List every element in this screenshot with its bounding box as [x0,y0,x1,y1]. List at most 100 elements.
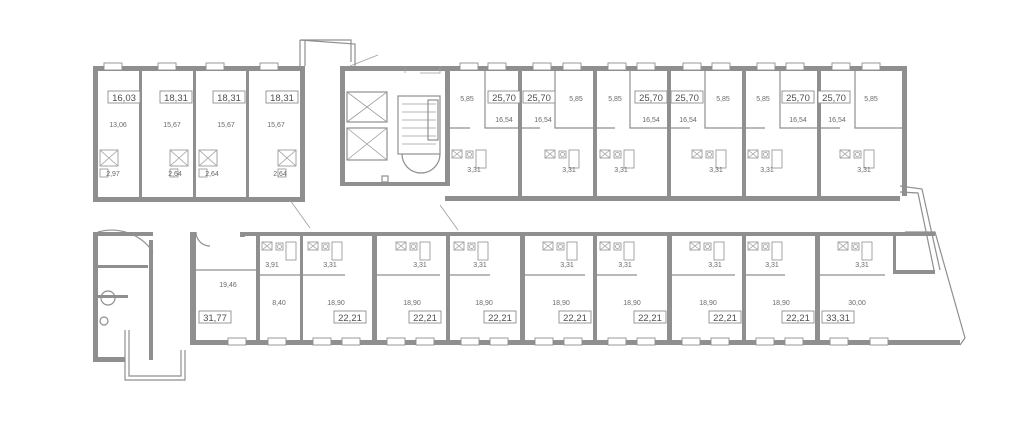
bath-area-top-right-4: 3,31 [709,167,723,174]
small-room-area-top-4: 5,85 [716,96,730,103]
small-room-area-top-6: 5,85 [864,96,878,103]
bath-area-bottom-9: 3,31 [855,262,869,269]
small-room-area-top-2: 5,85 [569,96,583,103]
small-room-area-top-3: 5,85 [608,96,622,103]
area-total-bottom-2-frame [333,310,367,324]
bath-fixtures-bottom-3 [395,241,431,261]
area-total-bottom-1-frame [198,310,232,324]
bath-fixtures-bottom-5 [542,241,578,261]
area-total-bottom-8: 22,21 [786,313,810,324]
small-room-area-top-1: 5,85 [460,96,474,103]
area-total-top-right-6-frame [817,90,851,104]
area-total-top-right-5: 25,70 [786,93,810,104]
room-area-top-right-2: 16,54 [534,117,552,124]
area-total-top-right-6: 25,70 [822,93,846,104]
bath-area-top-right-3: 3,31 [614,167,628,174]
area-total-top-left-2: 18,31 [164,93,188,104]
bath-area-bottom-2: 3,31 [323,262,337,269]
area-total-bottom-1: 31,77 [203,313,227,324]
area-total-bottom-6-frame [633,310,667,324]
area-total-top-right-5-frame [781,90,815,104]
area-total-bottom-8-frame [781,310,815,324]
area-total-top-right-2-frame [522,90,556,104]
bath-area-bottom-3: 3,31 [413,262,427,269]
area-total-top-left-2-frame [159,90,193,104]
area-total-top-left-4: 18,31 [270,93,294,104]
room-area-top-left-1: 13,06 [109,122,127,129]
room-area-bottom-10: 30,00 [848,300,866,307]
area-total-top-right-3-frame [634,90,668,104]
bath-fixtures-top-2 [544,149,580,169]
shower-top-left-2 [169,149,189,178]
area-total-bottom-3: 22,21 [413,313,437,324]
area-total-top-left-1: 16,03 [112,93,136,104]
bath-area-bottom-8: 3,31 [765,262,779,269]
area-total-top-left-3: 18,31 [217,93,241,104]
bath-area-bottom-5: 3,31 [560,262,574,269]
room-area-top-right-5: 16,54 [789,117,807,124]
area-total-bottom-5: 22,21 [563,313,587,324]
area-total-bottom-4-frame [483,310,517,324]
room-area-top-right-3: 16,54 [642,117,660,124]
bath-fixtures-top-4 [691,149,727,169]
bath-fixtures-bottom-9 [837,241,873,261]
room-area-top-right-1: 16,54 [495,117,513,124]
area-total-bottom-7-frame [708,310,742,324]
area-total-bottom-7: 22,21 [713,313,737,324]
bath-area-bottom-4: 3,31 [473,262,487,269]
bath-fixtures-bottom-8 [747,241,783,261]
bath-area-top-right-1: 3,31 [467,167,481,174]
bathroom-fixtures [99,149,875,261]
room-area-bottom-3: 18,90 [327,300,345,307]
bath-fixtures-bottom-2 [307,241,343,261]
bath-area-top-left-3: 2,64 [205,171,219,178]
shower-top-left-4 [277,149,297,178]
bath-area-top-right-5: 3,31 [760,167,774,174]
room-area-bottom-1: 19,46 [219,282,237,289]
room-labels: 16,03 13,06 2,97 18,31 15,67 2,64 18,31 15,67 2,… [106,90,878,324]
bath-area-bottom-1: 3,91 [265,262,279,269]
room-area-bottom-5: 18,90 [475,300,493,307]
room-area-top-left-4: 15,67 [267,122,285,129]
bath-fixtures-top-5 [747,149,783,169]
bath-area-top-left-1: 2,97 [106,171,120,178]
bath-fixtures-bottom-7 [689,241,725,261]
room-area-top-left-3: 15,67 [217,122,235,129]
room-area-top-left-2: 15,67 [163,122,181,129]
small-room-area-top-5: 5,85 [756,96,770,103]
room-area-bottom-8: 18,90 [699,300,717,307]
bath-fixtures-bottom-4 [453,241,489,261]
bath-fixtures-top-6 [839,149,875,169]
room-area-top-right-4: 16,54 [679,117,697,124]
area-total-bottom-2: 22,21 [338,313,362,324]
room-area-bottom-9: 18,90 [772,300,790,307]
bath-area-bottom-7: 3,31 [708,262,722,269]
area-total-top-right-1-frame [487,90,521,104]
bath-fixtures-bottom-6 [599,241,635,261]
area-total-bottom-4: 22,21 [488,313,512,324]
area-total-top-left-3-frame [212,90,246,104]
bath-area-top-right-6: 3,31 [857,167,871,174]
shower-top-left-3 [198,149,218,178]
area-total-top-right-4: 25,70 [675,93,699,104]
room-area-bottom-2: 8,40 [272,300,286,307]
windows [103,62,889,346]
bath-area-bottom-6: 3,31 [618,262,632,269]
bath-fixtures-bottom-1 [261,241,297,261]
bath-area-top-right-2: 3,31 [562,167,576,174]
area-total-bottom-3-frame [408,310,442,324]
room-area-bottom-4: 18,90 [403,300,421,307]
area-total-bottom-9-frame [821,310,855,324]
room-area-bottom-6: 18,90 [552,300,570,307]
area-total-bottom-6: 22,21 [638,313,662,324]
bath-fixtures-top-1 [451,149,487,169]
area-total-top-right-2: 25,70 [527,93,551,104]
area-total-top-right-4-frame [670,90,704,104]
room-area-bottom-7: 18,90 [623,300,641,307]
shower-top-left-1 [99,149,119,178]
room-area-top-right-6: 16,54 [828,117,846,124]
area-total-top-left-4-frame [265,90,299,104]
area-total-top-left-1-frame [107,90,141,104]
bath-area-top-left-2: 2,64 [168,171,182,178]
